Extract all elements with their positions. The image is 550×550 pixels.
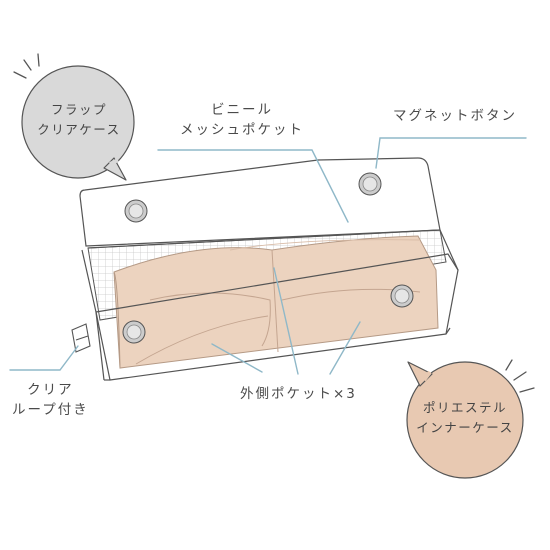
vinyl-mesh-pocket-label-line2: メッシュポケット: [180, 122, 304, 138]
leader-pocket-left: [211, 343, 263, 373]
leader-mesh: [157, 149, 349, 223]
inner-case-bubble-line1: ポリエステル: [422, 400, 507, 415]
flap-bubble-sparkle: [13, 53, 40, 79]
inner-case-bubble-line2: インナーケース: [416, 420, 514, 435]
magnet-button-right-flap: [358, 172, 382, 196]
clear-loop-label-line1: クリア: [27, 382, 74, 398]
inner-case-bubble-text: ポリエステル インナーケース: [412, 398, 518, 438]
magnet-button-left-front: [122, 320, 146, 344]
flap-bubble-line1: フラップ: [50, 102, 107, 117]
clear-loop-label-line2: ループ付き: [12, 402, 89, 418]
vinyl-mesh-pocket-label: ビニール メッシュポケット: [180, 100, 304, 140]
leader-magnet: [375, 137, 527, 169]
flap-bubble-text: フラップ クリアケース: [30, 100, 128, 140]
flap-bubble: [21, 65, 135, 181]
vinyl-mesh-pocket-label-line1: ビニール: [211, 102, 273, 118]
flap-panel: [79, 157, 441, 247]
leader-pocket-mid: [273, 267, 299, 375]
leader-lines: [9, 137, 527, 375]
clear-loop: [71, 323, 91, 353]
inner-case-bubble-sparkle: [505, 359, 535, 393]
leader-pocket-right: [329, 321, 361, 375]
leader-loop: [9, 345, 79, 371]
magnet-button-label: マグネットボタン: [393, 108, 517, 124]
inner-case-bubble: [406, 361, 524, 479]
clear-loop-label: クリア ループ付き: [12, 380, 89, 420]
magnet-button-left-flap: [124, 199, 148, 223]
clear-case-body: [81, 229, 459, 381]
magnet-button-right-front: [390, 284, 414, 308]
flap-bubble-line2: クリアケース: [37, 122, 121, 137]
outer-pockets-label: 外側ポケット×3: [240, 386, 357, 402]
